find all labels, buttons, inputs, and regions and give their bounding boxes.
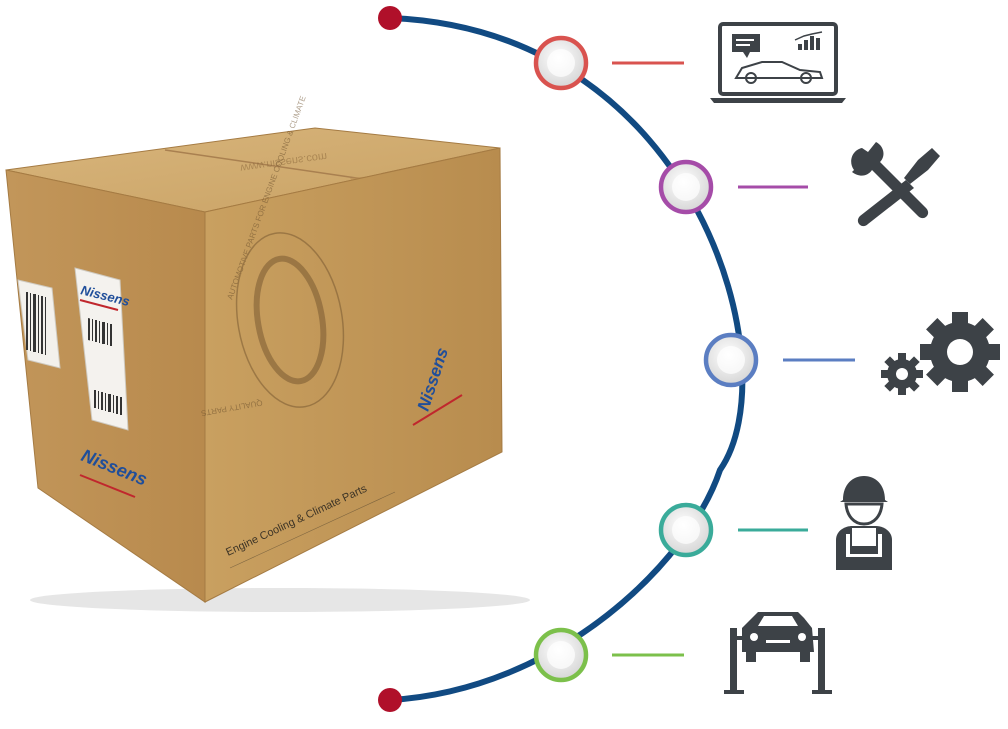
gears-icon <box>881 312 1000 395</box>
small-gear-icon <box>881 353 923 395</box>
label-barcode-bottom <box>94 390 122 415</box>
timeline-node-lift <box>533 627 589 683</box>
box-front <box>204 147 503 603</box>
wrench-screwdriver-icon <box>851 142 940 227</box>
mechanic-icon <box>836 476 892 570</box>
cardboard-box: www.nissens.com <box>5 95 530 612</box>
label-barcode-top <box>88 317 112 346</box>
timeline-end-dot <box>378 688 402 712</box>
timeline-node-repair <box>658 159 714 215</box>
box-shadow <box>30 588 530 612</box>
side-barcode-sticker <box>17 279 61 369</box>
timeline-node-parts <box>703 332 759 388</box>
front-brand-underline <box>412 394 463 426</box>
timeline-node-mechanic <box>658 502 714 558</box>
side-brand-underline <box>79 474 136 498</box>
timeline <box>378 6 855 712</box>
timeline-node-diagnostics <box>533 35 589 91</box>
timeline-start-dot <box>378 6 402 30</box>
large-gear-icon <box>920 312 1000 392</box>
laptop-car-diagnostics-icon <box>710 22 846 103</box>
car-lift-icon <box>724 612 832 694</box>
box-label: Nissens <box>74 267 131 431</box>
